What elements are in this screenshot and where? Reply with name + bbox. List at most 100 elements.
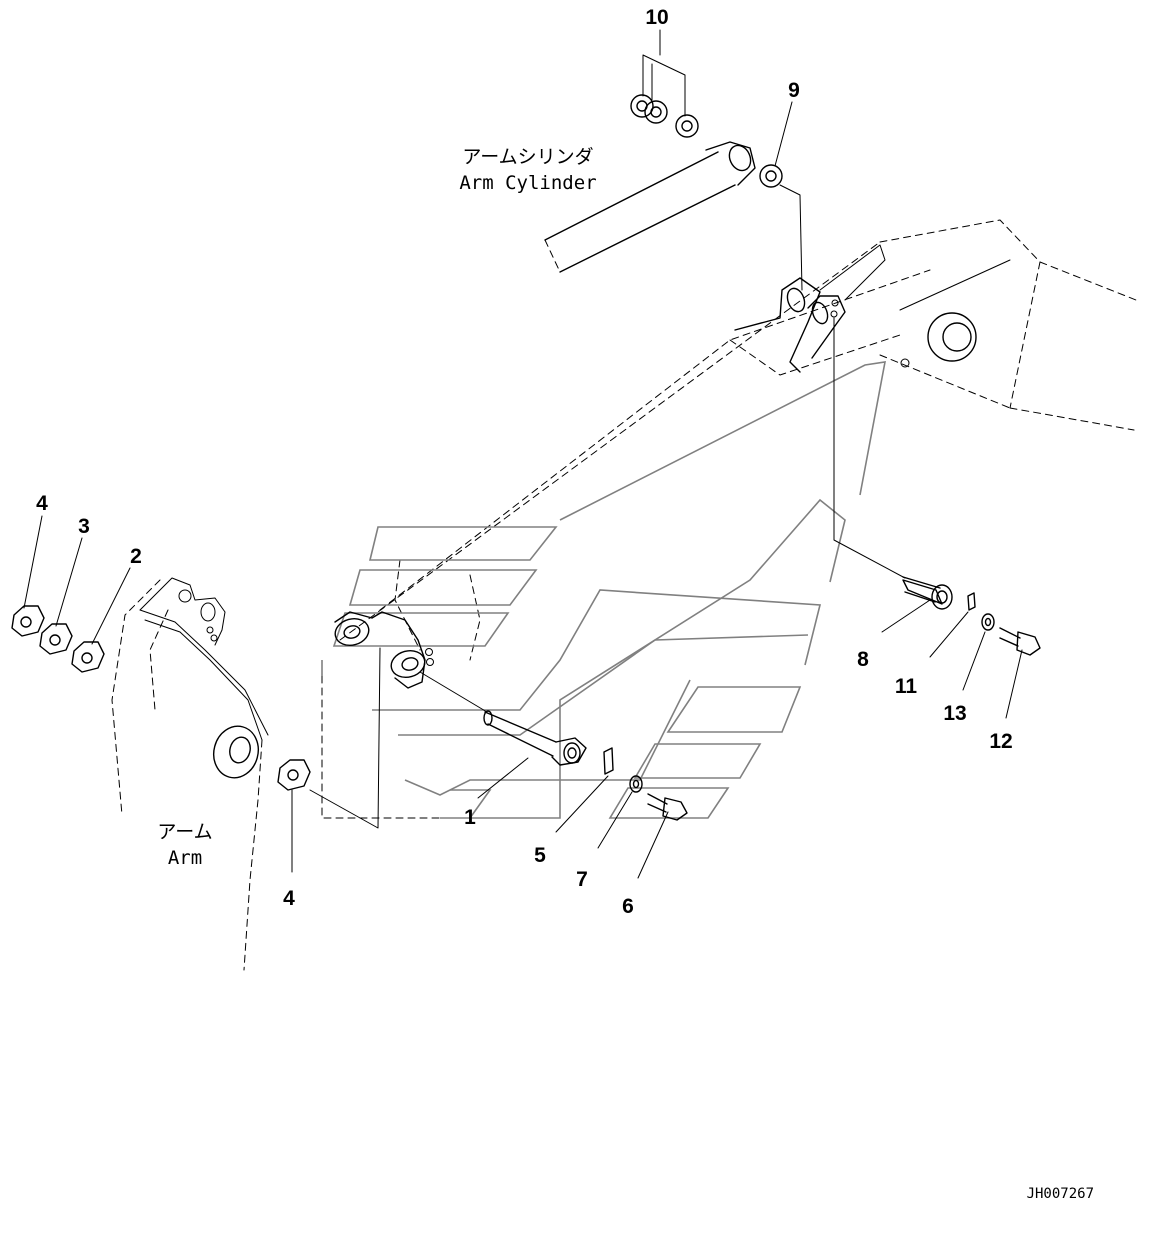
arm-structure xyxy=(111,577,269,971)
arm-top-plate xyxy=(139,609,269,736)
shim-2 xyxy=(71,641,105,673)
decal-block-3 xyxy=(608,787,730,819)
shim-9 xyxy=(759,164,783,188)
foot-boss-left xyxy=(334,617,370,647)
leader-9 xyxy=(774,101,793,167)
boom-grease-fitting xyxy=(900,358,910,368)
boom-upper-left-edge xyxy=(339,241,881,641)
bolt-6-head xyxy=(662,797,688,821)
part-6-bolt xyxy=(647,793,688,821)
label-arm-en: Arm xyxy=(168,847,202,869)
decal-block-1 xyxy=(666,686,802,733)
leader-13 xyxy=(962,631,986,691)
assembly-line-1 xyxy=(419,671,488,713)
label-arm-cylinder-jp: アームシリンダ xyxy=(462,146,593,168)
component-labels: アームシリンダ Arm Cylinder アーム Arm xyxy=(157,146,596,869)
arm-cylinder xyxy=(544,141,756,273)
cylinder-top-edge xyxy=(544,151,719,241)
boom-structure xyxy=(321,219,1137,819)
decal-stripe-1 xyxy=(368,526,558,561)
arm-boss-bore xyxy=(229,736,251,764)
callout-9: 9 xyxy=(788,79,800,102)
bracket-plate-left xyxy=(734,277,821,373)
pin-1-bottom xyxy=(487,723,554,757)
boom-lower-edge xyxy=(1009,407,1135,431)
shim-4b xyxy=(277,759,311,791)
arm-bolt-2 xyxy=(210,634,218,642)
arm-bracket-bore-2 xyxy=(200,602,216,622)
foot-boss-plate xyxy=(334,611,426,689)
callout-8: 8 xyxy=(857,648,869,671)
pin-1-top xyxy=(484,711,557,743)
callout-12: 12 xyxy=(989,730,1012,753)
bolt-12-top xyxy=(999,627,1021,639)
arm-bracket-bore xyxy=(178,589,192,603)
shim-3-hole xyxy=(49,634,61,646)
shim-4b-hole xyxy=(287,769,299,781)
callout-4-lower: 4 xyxy=(283,887,295,910)
decal-panels xyxy=(321,361,886,819)
boom-inner-seam xyxy=(394,559,421,651)
leader-7 xyxy=(597,791,633,849)
callout-6: 6 xyxy=(622,895,634,918)
callout-2: 2 xyxy=(130,545,142,568)
foot-boss-left-bore xyxy=(343,625,361,639)
shim-2-hole xyxy=(81,652,93,664)
part-4-shim-upper xyxy=(11,605,45,637)
bracket-bolt-2 xyxy=(830,310,838,318)
leader-8 xyxy=(881,599,931,633)
foot-bolt-2 xyxy=(426,658,434,666)
shim-4a-hole xyxy=(20,616,32,628)
decal-block-2 xyxy=(633,743,762,779)
arm-top-plate-2 xyxy=(144,619,263,741)
decal-panel-outer xyxy=(440,498,846,819)
callout-numbers: 10 9 4 3 2 8 11 13 12 1 5 7 6 4 xyxy=(36,6,1013,918)
foot-boss-right xyxy=(390,649,426,679)
label-arm-cylinder-en: Arm Cylinder xyxy=(459,172,596,194)
part-2-shim xyxy=(71,641,105,673)
label-arm-jp: アーム xyxy=(157,821,212,843)
pin-1-tail xyxy=(483,710,493,726)
parts xyxy=(11,94,1041,821)
washer-7 xyxy=(629,775,643,793)
cylinder-cut-end xyxy=(544,239,561,273)
boom-lower-box xyxy=(321,675,441,819)
arm-bracket-outline xyxy=(139,577,226,646)
decal-stripe-2 xyxy=(348,569,538,606)
cylinder-rod-eye xyxy=(705,141,756,186)
arm-boss xyxy=(213,725,259,779)
decal-tip xyxy=(450,789,492,819)
bracket-plate-right xyxy=(807,295,846,359)
decal-panel-chevron xyxy=(404,679,691,796)
callout-5: 5 xyxy=(534,844,546,867)
cylinder-bracket xyxy=(734,244,886,373)
shim-3-hole xyxy=(681,120,693,132)
pin-1-head-face xyxy=(563,742,581,764)
leader-6 xyxy=(637,811,669,879)
leader-3 xyxy=(55,537,83,627)
shim-2-hole xyxy=(650,106,662,118)
cylinder-eye-bore xyxy=(728,144,752,172)
part-3-shim xyxy=(39,623,73,655)
boom-pivot-bore xyxy=(942,322,972,352)
boom-pivot-boss xyxy=(927,312,977,362)
callout-7: 7 xyxy=(576,868,588,891)
part-4-shim-lower xyxy=(277,759,311,791)
cylinder-bottom-edge xyxy=(559,184,736,273)
part-13-washer xyxy=(981,613,995,631)
boom-foot-bosses xyxy=(334,611,434,689)
shim-3 xyxy=(39,623,73,655)
foot-bolt-1 xyxy=(425,648,433,656)
leader-1 xyxy=(477,757,529,799)
pin-1-head xyxy=(551,737,587,766)
decal-panel-mid xyxy=(372,589,822,711)
bracket-bolt-1 xyxy=(831,299,839,307)
bracket-bore-left xyxy=(786,287,806,313)
assembly-line-4b xyxy=(309,647,381,829)
pin-8-body xyxy=(902,579,943,605)
boom-top-edge xyxy=(879,219,1137,301)
boom-crease xyxy=(1009,261,1041,409)
callout-10: 10 xyxy=(645,6,668,29)
bolt-12-bottom xyxy=(999,637,1019,647)
boom-inner-edge xyxy=(379,269,931,611)
